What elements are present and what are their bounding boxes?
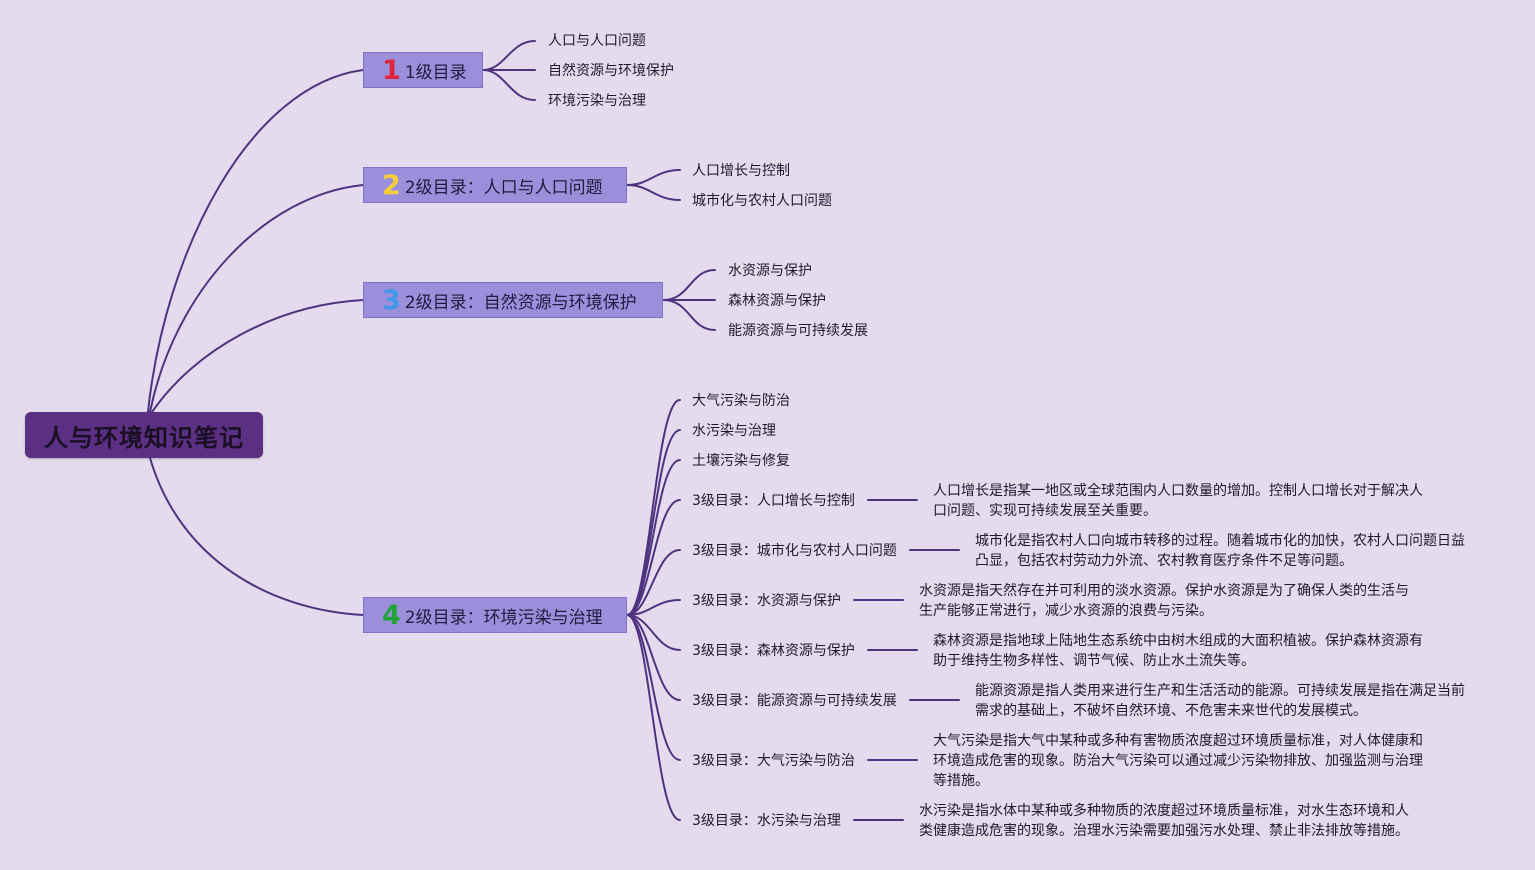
- detail-label-1[interactable]: 3级目录：人口增长与控制: [692, 493, 855, 509]
- leaf-3-2[interactable]: 森林资源与保护: [728, 293, 826, 309]
- b4-link-10: [626, 614, 681, 821]
- detail-text-5: 能源资源是指人类用来进行生产和生活活动的能源。可持续发展是指在满足当前需求的基础…: [975, 683, 1465, 719]
- detail-text-4: 森林资源是指地球上陆地生态系统中由树木组成的大面积植被。保护森林资源有助于维持生…: [933, 633, 1423, 669]
- root-link-1: [147, 69, 364, 413]
- leaf-3-1[interactable]: 水资源与保护: [728, 263, 812, 279]
- detail-text-7: 水污染是指水体中某种或多种物质的浓度超过环境质量标准，对水生态环境和人类健康造成…: [919, 803, 1409, 839]
- leaf-1-1[interactable]: 人口与人口问题: [548, 33, 646, 49]
- b2-link-2: [626, 184, 681, 201]
- root-link-3: [151, 299, 364, 413]
- b4-link-4: [626, 499, 681, 616]
- b4-link-9: [626, 614, 681, 761]
- b4-link-8: [626, 614, 681, 701]
- b3-link-3: [662, 299, 716, 331]
- detail-label-3[interactable]: 3级目录：水资源与保护: [692, 593, 841, 609]
- branch-4-label: 2级目录：环境污染与治理: [404, 607, 603, 628]
- b4-link-2: [626, 429, 681, 616]
- leaf-1-2[interactable]: 自然资源与环境保护: [548, 63, 674, 79]
- leaf-2-2[interactable]: 城市化与农村人口问题: [692, 193, 832, 209]
- leaf-4-1[interactable]: 大气污染与防治: [692, 393, 790, 409]
- branch-1[interactable]: 1 1级目录: [363, 52, 483, 88]
- b3-link-1: [662, 269, 716, 301]
- number-4-icon: 4: [382, 599, 401, 631]
- detail-label-2[interactable]: 3级目录：城市化与农村人口问题: [692, 543, 897, 559]
- detail-label-4[interactable]: 3级目录：森林资源与保护: [692, 643, 855, 659]
- b2-link-1: [626, 169, 681, 186]
- root-link-4: [149, 457, 364, 616]
- number-3-icon: 3: [382, 284, 401, 316]
- number-1-icon: 1: [382, 54, 401, 86]
- b4-link-3: [626, 459, 681, 616]
- root-link-2: [149, 184, 364, 413]
- detail-label-7[interactable]: 3级目录：水污染与治理: [692, 813, 841, 829]
- leaf-4-3[interactable]: 土壤污染与修复: [692, 453, 790, 469]
- branch-2-label: 2级目录：人口与人口问题: [404, 177, 603, 198]
- b4-link-5: [626, 549, 681, 616]
- detail-label-6[interactable]: 3级目录：大气污染与防治: [692, 753, 855, 769]
- b4-link-6: [626, 599, 681, 616]
- root-title: 人与环境知识笔记: [44, 423, 244, 452]
- branch-1-label: 1级目录: [404, 62, 467, 83]
- detail-label-5[interactable]: 3级目录：能源资源与可持续发展: [692, 693, 897, 709]
- b4-link-7: [626, 614, 681, 651]
- branch-4[interactable]: 4 2级目录：环境污染与治理: [363, 597, 627, 633]
- root-topic[interactable]: 人与环境知识笔记: [25, 412, 263, 458]
- branch-3[interactable]: 3 2级目录：自然资源与环境保护: [363, 282, 663, 318]
- detail-text-6: 大气污染是指大气中某种或多种有害物质浓度超过环境质量标准，对人体健康和环境造成危…: [933, 733, 1423, 789]
- b1-link-3: [482, 69, 536, 101]
- leaf-2-1[interactable]: 人口增长与控制: [692, 163, 790, 179]
- leaf-1-3[interactable]: 环境污染与治理: [548, 93, 646, 109]
- number-2-icon: 2: [382, 169, 401, 201]
- detail-text-1: 人口增长是指某一地区或全球范围内人口数量的增加。控制人口增长对于解决人口问题、实…: [933, 483, 1423, 519]
- leaf-3-3[interactable]: 能源资源与可持续发展: [728, 323, 868, 339]
- detail-text-3: 水资源是指天然存在并可利用的淡水资源。保护水资源是为了确保人类的生活与生产能够正…: [919, 583, 1409, 619]
- leaf-4-2[interactable]: 水污染与治理: [692, 423, 776, 439]
- detail-text-2: 城市化是指农村人口向城市转移的过程。随着城市化的加快，农村人口问题日益凸显，包括…: [975, 533, 1465, 569]
- branch-3-label: 2级目录：自然资源与环境保护: [404, 292, 637, 313]
- b1-link-1: [482, 40, 536, 71]
- branch-2[interactable]: 2 2级目录：人口与人口问题: [363, 167, 627, 203]
